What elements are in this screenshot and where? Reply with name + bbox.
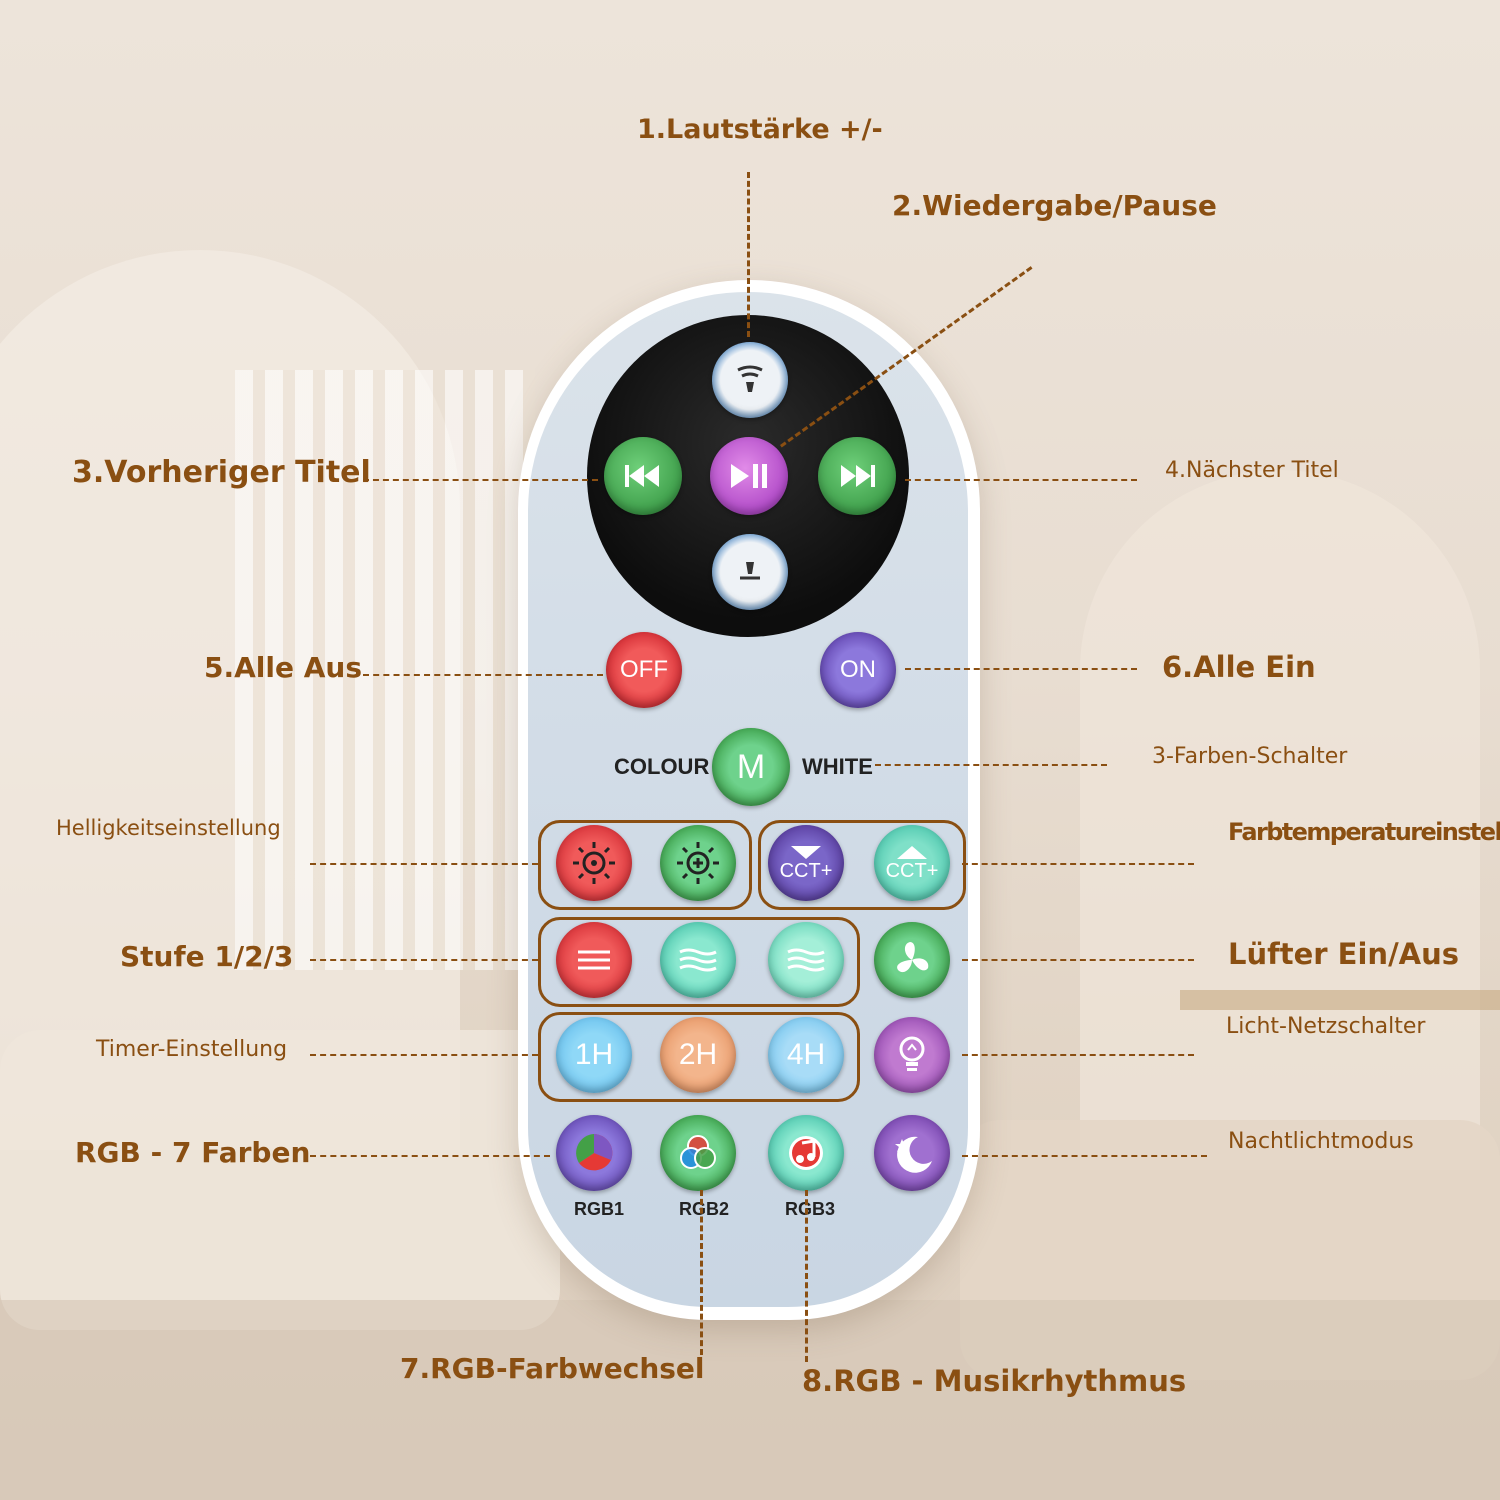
background-window [235, 370, 535, 970]
volume-up-button[interactable] [712, 342, 788, 418]
label-rgb-change: 7.RGB-Farbwechsel [400, 1352, 705, 1385]
leader-stage [310, 959, 538, 961]
brightness-group [538, 820, 752, 910]
speaker-down-icon [732, 554, 768, 590]
speaker-up-icon [732, 362, 768, 398]
cct-up-label: CCT+ [885, 859, 939, 882]
rgb2-button[interactable] [660, 1115, 736, 1191]
leader-light-power [962, 1054, 1194, 1056]
leader-next [905, 479, 1137, 481]
rgb1-label: RGB1 [574, 1199, 625, 1219]
label-all-on: 6.Alle Ein [1162, 650, 1316, 684]
label-light-power: Licht-Netzschalter [1226, 1014, 1426, 1039]
fan-icon [890, 938, 934, 982]
timer-4h-label: 4H [786, 1038, 826, 1071]
leader-volume [747, 172, 750, 337]
leader-prev [363, 479, 598, 481]
timer-1h-label: 1H [574, 1038, 614, 1071]
cct-down-button[interactable]: CCT+ [768, 825, 844, 901]
wave-icon [784, 947, 828, 973]
leader-color-temp [962, 863, 1194, 865]
timer-1h-button[interactable]: 1H [556, 1017, 632, 1093]
triangle-down-icon [789, 844, 823, 860]
triangle-up-icon [895, 844, 929, 860]
leader-all-off [363, 674, 603, 676]
cct-up-button[interactable]: CCT+ [874, 825, 950, 901]
all-off-button[interactable]: OFF [606, 632, 682, 708]
pie-icon [571, 1130, 617, 1176]
venn-icon [675, 1131, 721, 1175]
previous-track-button[interactable] [604, 437, 682, 515]
label-brightness: Helligkeitseinstellung [56, 816, 281, 840]
timer-2h-label: 2H [678, 1038, 718, 1071]
mode-button[interactable]: M [712, 728, 790, 806]
rgb1-button[interactable] [556, 1115, 632, 1191]
label-three-color: 3-Farben-Schalter [1152, 744, 1348, 769]
rgb3-label: RGB3 [785, 1199, 836, 1219]
rewind-icon [623, 462, 663, 490]
leader-three-color [875, 764, 1107, 766]
label-fan: Lüfter Ein/Aus [1228, 937, 1460, 971]
label-play-pause: 2.Wiedergabe/Pause [892, 189, 1217, 222]
leader-rgb7 [310, 1155, 550, 1157]
bulb-icon [894, 1034, 930, 1076]
all-on-button[interactable]: ON [820, 632, 896, 708]
stage-group [538, 917, 860, 1007]
stage-2-button[interactable] [660, 922, 736, 998]
brightness-up-icon [673, 838, 723, 888]
background-arch-right [1080, 470, 1480, 1170]
label-night: Nachtlichtmodus [1228, 1129, 1414, 1154]
background-sofa-left [0, 1030, 560, 1330]
fast-forward-icon [837, 462, 877, 490]
timer-4h-button[interactable]: 4H [768, 1017, 844, 1093]
light-power-button[interactable] [874, 1017, 950, 1093]
label-next: 4.Nächster Titel [1165, 458, 1339, 483]
fan-button[interactable] [874, 922, 950, 998]
music-note-icon [784, 1131, 828, 1175]
play-pause-button[interactable] [710, 437, 788, 515]
label-rgb7: RGB - 7 Farben [75, 1136, 311, 1169]
leader-brightness [310, 863, 538, 865]
label-color-temp: Farbtemperatureinstellung [1228, 818, 1500, 846]
label-rgb-music: 8.RGB - Musikrhythmus [802, 1364, 1187, 1398]
leader-timer [310, 1054, 538, 1056]
night-mode-button[interactable] [874, 1115, 950, 1191]
off-label: OFF [620, 656, 668, 683]
play-pause-icon [727, 461, 771, 491]
timer-group [538, 1012, 860, 1102]
timer-2h-button[interactable]: 2H [660, 1017, 736, 1093]
volume-down-button[interactable] [712, 534, 788, 610]
label-volume: 1.Lautstärke +/- [637, 114, 883, 145]
white-label: WHITE [802, 754, 873, 779]
label-timer: Timer-Einstellung [96, 1037, 288, 1062]
mode-label: M [736, 747, 766, 786]
brightness-down-button[interactable] [556, 825, 632, 901]
background-floor [0, 1300, 1500, 1500]
label-all-off: 5.Alle Aus [204, 651, 362, 684]
on-label: ON [840, 656, 876, 683]
moon-star-icon [888, 1131, 936, 1175]
stripes-icon [574, 948, 614, 972]
wave-icon [676, 947, 720, 973]
color-temp-group [758, 820, 966, 910]
next-track-button[interactable] [818, 437, 896, 515]
leader-all-on [905, 668, 1137, 670]
rgb2-label: RGB2 [679, 1199, 730, 1219]
brightness-up-button[interactable] [660, 825, 736, 901]
leader-fan [962, 959, 1194, 961]
stage-1-button[interactable] [556, 922, 632, 998]
leader-night [962, 1155, 1207, 1157]
cct-down-label: CCT+ [779, 859, 833, 882]
label-stage: Stufe 1/2/3 [120, 940, 294, 973]
leader-rgb-change [700, 1190, 703, 1355]
label-previous: 3.Vorheriger Titel [72, 455, 371, 490]
brightness-down-icon [569, 838, 619, 888]
rgb3-button[interactable] [768, 1115, 844, 1191]
colour-label: COLOUR [614, 754, 710, 779]
background-table [1180, 990, 1500, 1010]
leader-rgb-music [805, 1190, 808, 1362]
stage-3-button[interactable] [768, 922, 844, 998]
